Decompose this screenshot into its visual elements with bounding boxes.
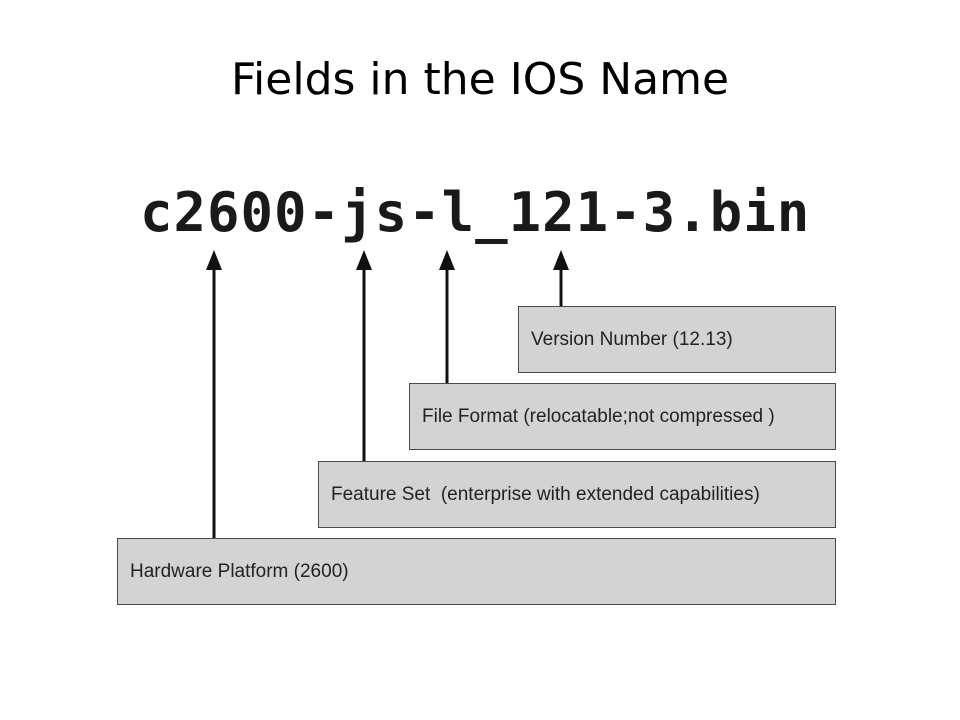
arrow-version <box>553 250 569 306</box>
feature-set-label: Feature Set (enterprise with extended ca… <box>331 483 760 505</box>
feature-set-box: Feature Set (enterprise with extended ca… <box>318 461 836 528</box>
arrow-feature-set <box>356 250 372 461</box>
file-format-box: File Format (relocatable;not compressed … <box>409 383 836 450</box>
hardware-platform-box: Hardware Platform (2600) <box>117 538 836 605</box>
file-format-label: File Format (relocatable;not compressed … <box>422 405 775 427</box>
slide-title: Fields in the IOS Name <box>230 54 730 105</box>
hardware-platform-label: Hardware Platform (2600) <box>130 560 349 582</box>
version-number-label: Version Number (12.13) <box>531 328 733 350</box>
arrow-file-format <box>439 250 455 383</box>
ios-filename: c2600-js-l_121-3.bin <box>140 181 811 244</box>
arrow-hardware <box>206 250 222 538</box>
version-number-box: Version Number (12.13) <box>518 306 836 373</box>
